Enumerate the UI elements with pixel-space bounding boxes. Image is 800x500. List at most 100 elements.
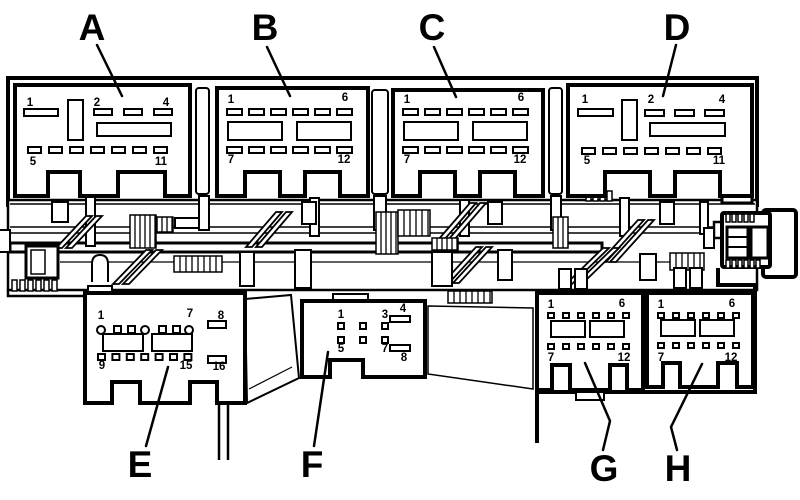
separator-strip (548, 87, 563, 195)
pin-slot (672, 312, 680, 319)
pin-label: 12 (725, 352, 738, 364)
bus-slot (660, 319, 696, 337)
left-socket-window (30, 249, 46, 275)
right-plug-module (703, 208, 798, 279)
pin-label: 11 (155, 156, 168, 168)
pin-slot (381, 336, 389, 344)
bus-slot (472, 121, 528, 141)
pin-slot (226, 146, 243, 154)
leader-line-a (95, 43, 124, 98)
pin-label: 12 (618, 352, 631, 364)
busbar-ramp-strip (53, 215, 95, 249)
bus-slot (151, 333, 193, 352)
pin-slot (90, 146, 105, 154)
pin-slot (717, 342, 725, 349)
tooth (27, 279, 34, 292)
pin-label: 8 (218, 310, 225, 322)
pin-slot (359, 336, 367, 344)
busbar-part (174, 217, 200, 229)
fuse-element (239, 251, 255, 287)
bus-slot (403, 121, 459, 141)
pin-slot (622, 343, 630, 350)
pin-slot (468, 146, 485, 154)
connector-block-f: 1 3 4 5 7 8 (300, 293, 427, 379)
leader-line-d (661, 43, 678, 98)
pin-slot (337, 322, 345, 330)
tooth (43, 279, 50, 292)
pin-row-bottom (27, 146, 168, 154)
connector-letter-e: E (128, 444, 153, 485)
pin-label: 4 (163, 97, 170, 109)
pin-slot (69, 146, 84, 154)
pin-slot (27, 146, 42, 154)
busbar-ramp-strip (244, 211, 284, 248)
pin-slot (592, 343, 600, 350)
vertical-slot (621, 99, 638, 141)
pin-row-bottom (402, 146, 529, 154)
connector-block-h: 1 6 7 12 (645, 267, 755, 389)
pin-label: 1 (98, 310, 105, 322)
tooth (731, 259, 737, 269)
connector-letter-a: A (79, 7, 106, 48)
pin-slot (622, 312, 630, 319)
pin-label: 7 (658, 352, 664, 364)
pin-label: 11 (713, 155, 726, 167)
leader-line-g (583, 361, 612, 452)
busbar-ramp (244, 211, 294, 248)
pin-slot-8 (389, 344, 411, 352)
connector-block-b: 1 6 7 12 (215, 86, 370, 198)
pin-slot (226, 108, 243, 116)
pin-slot (48, 146, 63, 154)
fuse-element (639, 253, 657, 281)
pin-slot (592, 312, 600, 319)
pin-slot (153, 146, 168, 154)
fuse-element (431, 251, 453, 287)
pin-slot (674, 109, 695, 117)
pin-label: 12 (338, 154, 351, 166)
pin-slot (687, 342, 695, 349)
tooth (11, 279, 18, 292)
top-tab (558, 268, 572, 290)
sloped-panel (427, 305, 534, 390)
tooth (749, 213, 755, 223)
arch-terminal (91, 253, 109, 282)
pin-row-top (226, 108, 353, 116)
pin-slot (547, 312, 555, 319)
contact-pack (447, 290, 493, 304)
pin-label: 3 (382, 309, 388, 321)
bus-slot (227, 121, 283, 141)
pin-row-top (547, 312, 630, 319)
pin-slot (732, 312, 740, 319)
pin-label: 16 (213, 361, 226, 373)
pin-slot (490, 146, 507, 154)
pin-slot (607, 343, 615, 350)
bus-slot (102, 333, 144, 352)
pin-label: 6 (729, 298, 735, 310)
pin-slot (665, 147, 680, 155)
pin-label: 6 (619, 298, 625, 310)
pin-label: 6 (518, 92, 524, 104)
pin-slot (577, 343, 585, 350)
pin-label: 9 (99, 360, 105, 372)
busbar-ramp-strip (254, 211, 294, 248)
pin-slot (127, 325, 136, 334)
pin-slot (337, 336, 345, 344)
busbar-ramp (110, 249, 165, 285)
pin-row-top (337, 322, 389, 330)
pin-slot (172, 325, 181, 334)
connector-letter-c: C (419, 7, 446, 48)
tooth (725, 259, 731, 269)
pin-slot (93, 108, 113, 116)
pin-label: 1 (582, 94, 589, 106)
pin-slot (248, 108, 265, 116)
vertical-slot (67, 99, 84, 141)
pin-slot (732, 342, 740, 349)
connector-b-outline (215, 86, 370, 198)
pin-label: 5 (584, 155, 591, 167)
tooth (755, 259, 761, 269)
tooth (731, 213, 737, 223)
bus-slot (550, 320, 586, 338)
fuse-element (294, 249, 312, 289)
plug-teeth-top (725, 213, 755, 223)
pin-row-bottom (547, 343, 630, 350)
